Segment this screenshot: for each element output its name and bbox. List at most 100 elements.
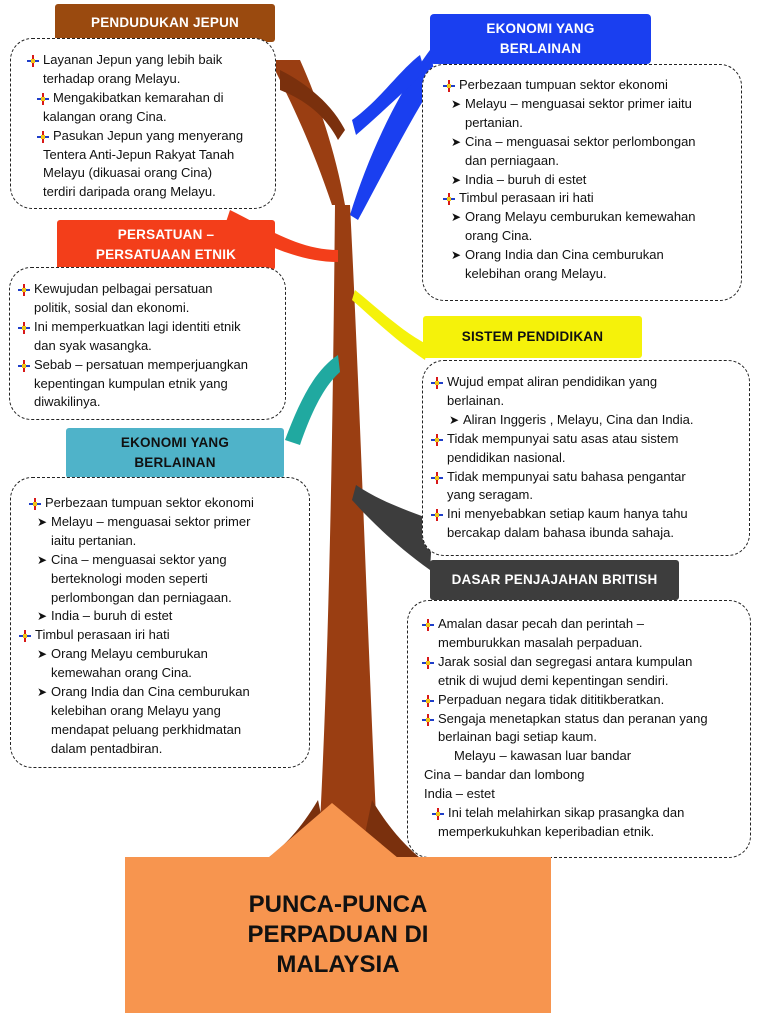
list-item: etnik di wujud demi kepentingan sendiri. (420, 672, 742, 691)
list-item-text: Ini telah melahirkan sikap prasangka dan (448, 805, 685, 821)
list-item: ➤Orang India dan Cina cemburukan (431, 246, 733, 265)
list-item-text: Amalan dasar pecah dan perintah – (438, 616, 644, 631)
bullet-cross-icon (431, 377, 443, 389)
list-item-text: memperkukuhkan keperibadian etnik. (438, 823, 655, 839)
branch-pendudukan (270, 60, 345, 205)
list-item: ➤Cina – menguasai sektor yang (17, 551, 301, 570)
list-item-text: yang seragam. (447, 487, 533, 503)
list-item-text: India – buruh di estet (465, 171, 587, 187)
arrow-bullet-icon: ➤ (37, 609, 48, 624)
list-item: ➤India – buruh di estet (431, 171, 733, 190)
list-item-text: Ini menyebabkan setiap kaum hanya tahu (447, 506, 688, 522)
list-item-text: diwakilinya. (34, 394, 101, 410)
list-item-text: kelebihan orang Melayu. (465, 266, 607, 282)
list-item-text: berlainan. (447, 392, 505, 408)
arrow-bullet-icon: ➤ (451, 96, 462, 111)
list-item-text: Tidak mempunyai satu asas atau sistem (447, 430, 679, 446)
header-persatuan-line-1: PERSATUAN – (117, 227, 215, 242)
header-ekonomi-right-line-2: BERLAINAN (499, 41, 582, 56)
bullet-cross-icon (431, 433, 443, 446)
header-ekonomi-left-text: EKONOMI YANG BERLAINAN (121, 433, 229, 473)
list-item: Ini memperkuatkan lagi identiti etnik (16, 318, 277, 337)
box-dasar-penjajahan: Amalan dasar pecah dan perintah –memburu… (407, 600, 751, 858)
header-persatuan-etnik: PERSATUAN – PERSATUAAN ETNIK (57, 220, 275, 270)
header-ekonomi-left: EKONOMI YANG BERLAINAN (66, 428, 284, 478)
list-item-text: etnik di wujud demi kepentingan sendiri. (438, 672, 669, 688)
list-item-text: dalam pentadbiran. (51, 740, 163, 756)
list-item: dan perniagaan. (431, 152, 733, 171)
list-item: terhadap orang Melayu. (25, 70, 265, 89)
list-item-text: kepentingan kumpulan etnik yang (34, 375, 228, 391)
list-ekonomi-right: Perbezaan tumpuan sektor ekonomi➤Melayu … (431, 76, 733, 284)
bullet-cross-icon (422, 713, 434, 726)
list-item-text: dan syak wasangka. (34, 337, 152, 353)
list-item-text: Sengaja menetapkan status dan peranan ya… (438, 710, 708, 726)
list-item-text: terhadap orang Melayu. (43, 70, 181, 86)
list-item-text: Melayu (dikuasai orang Cina) (43, 165, 213, 181)
header-pendudukan-text: PENDUDUKAN JEPUN (91, 13, 239, 33)
bullet-cross-icon (432, 808, 444, 821)
list-item: Tidak mempunyai satu asas atau sistem (429, 430, 741, 449)
header-dasar-line-1: DASAR PENJAJAHAN BRITISH (451, 572, 658, 587)
title-line-1: PUNCA-PUNCA (248, 891, 428, 918)
bullet-cross-icon (19, 630, 31, 643)
list-item: kemewahan orang Cina. (17, 664, 301, 683)
list-item: memperkukuhkan keperibadian etnik. (420, 823, 742, 842)
list-item: bercakap dalam bahasa ibunda sahaja. (429, 524, 741, 543)
list-item: kepentingan kumpulan etnik yang (16, 375, 277, 394)
list-item: Cina – bandar dan lombong (420, 766, 742, 785)
list-item-text: Melayu – menguasai sektor primer iaitu (465, 95, 692, 111)
list-item-text: Mengakibatkan kemarahan di (53, 89, 224, 105)
list-item: Melayu – kawasan luar bandar (420, 747, 742, 766)
header-pendudukan-jepun: PENDUDUKAN JEPUN (55, 4, 275, 42)
list-item: diwakilinya. (16, 393, 277, 412)
list-item-text: politik, sosial dan ekonomi. (34, 299, 190, 315)
list-item: Melayu (dikuasai orang Cina) (25, 164, 265, 183)
header-persatuan-text: PERSATUAN – PERSATUAAN ETNIK (96, 225, 236, 265)
list-item-text: Ini memperkuatkan lagi identiti etnik (34, 318, 241, 334)
list-item: Ini telah melahirkan sikap prasangka dan (420, 804, 742, 823)
list-item: mendapat peluang perkhidmatan (17, 721, 301, 740)
branch-ekonomi-right-2 (352, 55, 425, 135)
list-item-text: Perbezaan tumpuan sektor ekonomi (459, 77, 668, 92)
bullet-cross-icon (431, 509, 443, 522)
list-item-text: mendapat peluang perkhidmatan (51, 721, 242, 737)
list-item-text: Tidak mempunyai satu bahasa pengantar (447, 468, 686, 484)
list-item: Pasukan Jepun yang menyerang (25, 127, 265, 146)
list-item: Wujud empat aliran pendidikan yang (429, 373, 741, 392)
bullet-cross-icon (422, 656, 434, 669)
list-item-text: Cina – menguasai sektor yang (51, 551, 227, 567)
list-item: Tentera Anti-Jepun Rakyat Tanah (25, 146, 265, 165)
list-item: Sebab – persatuan memperjuangkan (16, 356, 277, 375)
list-item-text: dan perniagaan. (465, 152, 559, 168)
list-item-text: Aliran Inggeris , Melayu, Cina dan India… (463, 411, 694, 427)
arrow-bullet-icon: ➤ (451, 172, 462, 187)
list-item: ➤India – buruh di estet (17, 607, 301, 626)
bullet-cross-icon (422, 694, 434, 707)
header-sistem-pendidikan: SISTEM PENDIDIKAN (423, 316, 642, 358)
list-item: Mengakibatkan kemarahan di (25, 89, 265, 108)
list-item: terdiri daripada orang Melayu. (25, 183, 265, 202)
trunk (318, 205, 378, 860)
title-box: PUNCA-PUNCA PERPADUAN DI MALAYSIA (125, 857, 551, 1013)
list-item-text: Cina – bandar dan lombong (424, 767, 585, 783)
list-ekonomi-left: Perbezaan tumpuan sektor ekonomi➤Melayu … (17, 494, 301, 759)
arrow-bullet-icon: ➤ (451, 248, 462, 263)
list-item-text: kelebihan orang Melayu yang (51, 702, 221, 718)
header-ekonomi-right-line-1: EKONOMI YANG (486, 21, 595, 36)
list-item-text: orang Cina. (465, 228, 533, 244)
box-ekonomi-right: Perbezaan tumpuan sektor ekonomi➤Melayu … (422, 64, 742, 301)
list-item: Ini menyebabkan setiap kaum hanya tahu (429, 505, 741, 524)
list-item: berlainan bagi setiap kaum. (420, 728, 742, 747)
list-item: India – estet (420, 785, 742, 804)
list-item-text: Layanan Jepun yang lebih baik (43, 52, 223, 67)
header-sistem-line-1: SISTEM PENDIDIKAN (461, 329, 604, 344)
branch-ekonomi-left (285, 355, 340, 445)
list-item-text: pertanian. (465, 114, 523, 130)
list-item-text: Melayu – menguasai sektor primer (51, 513, 251, 529)
list-item-text: Timbul perasaan iri hati (459, 190, 594, 206)
